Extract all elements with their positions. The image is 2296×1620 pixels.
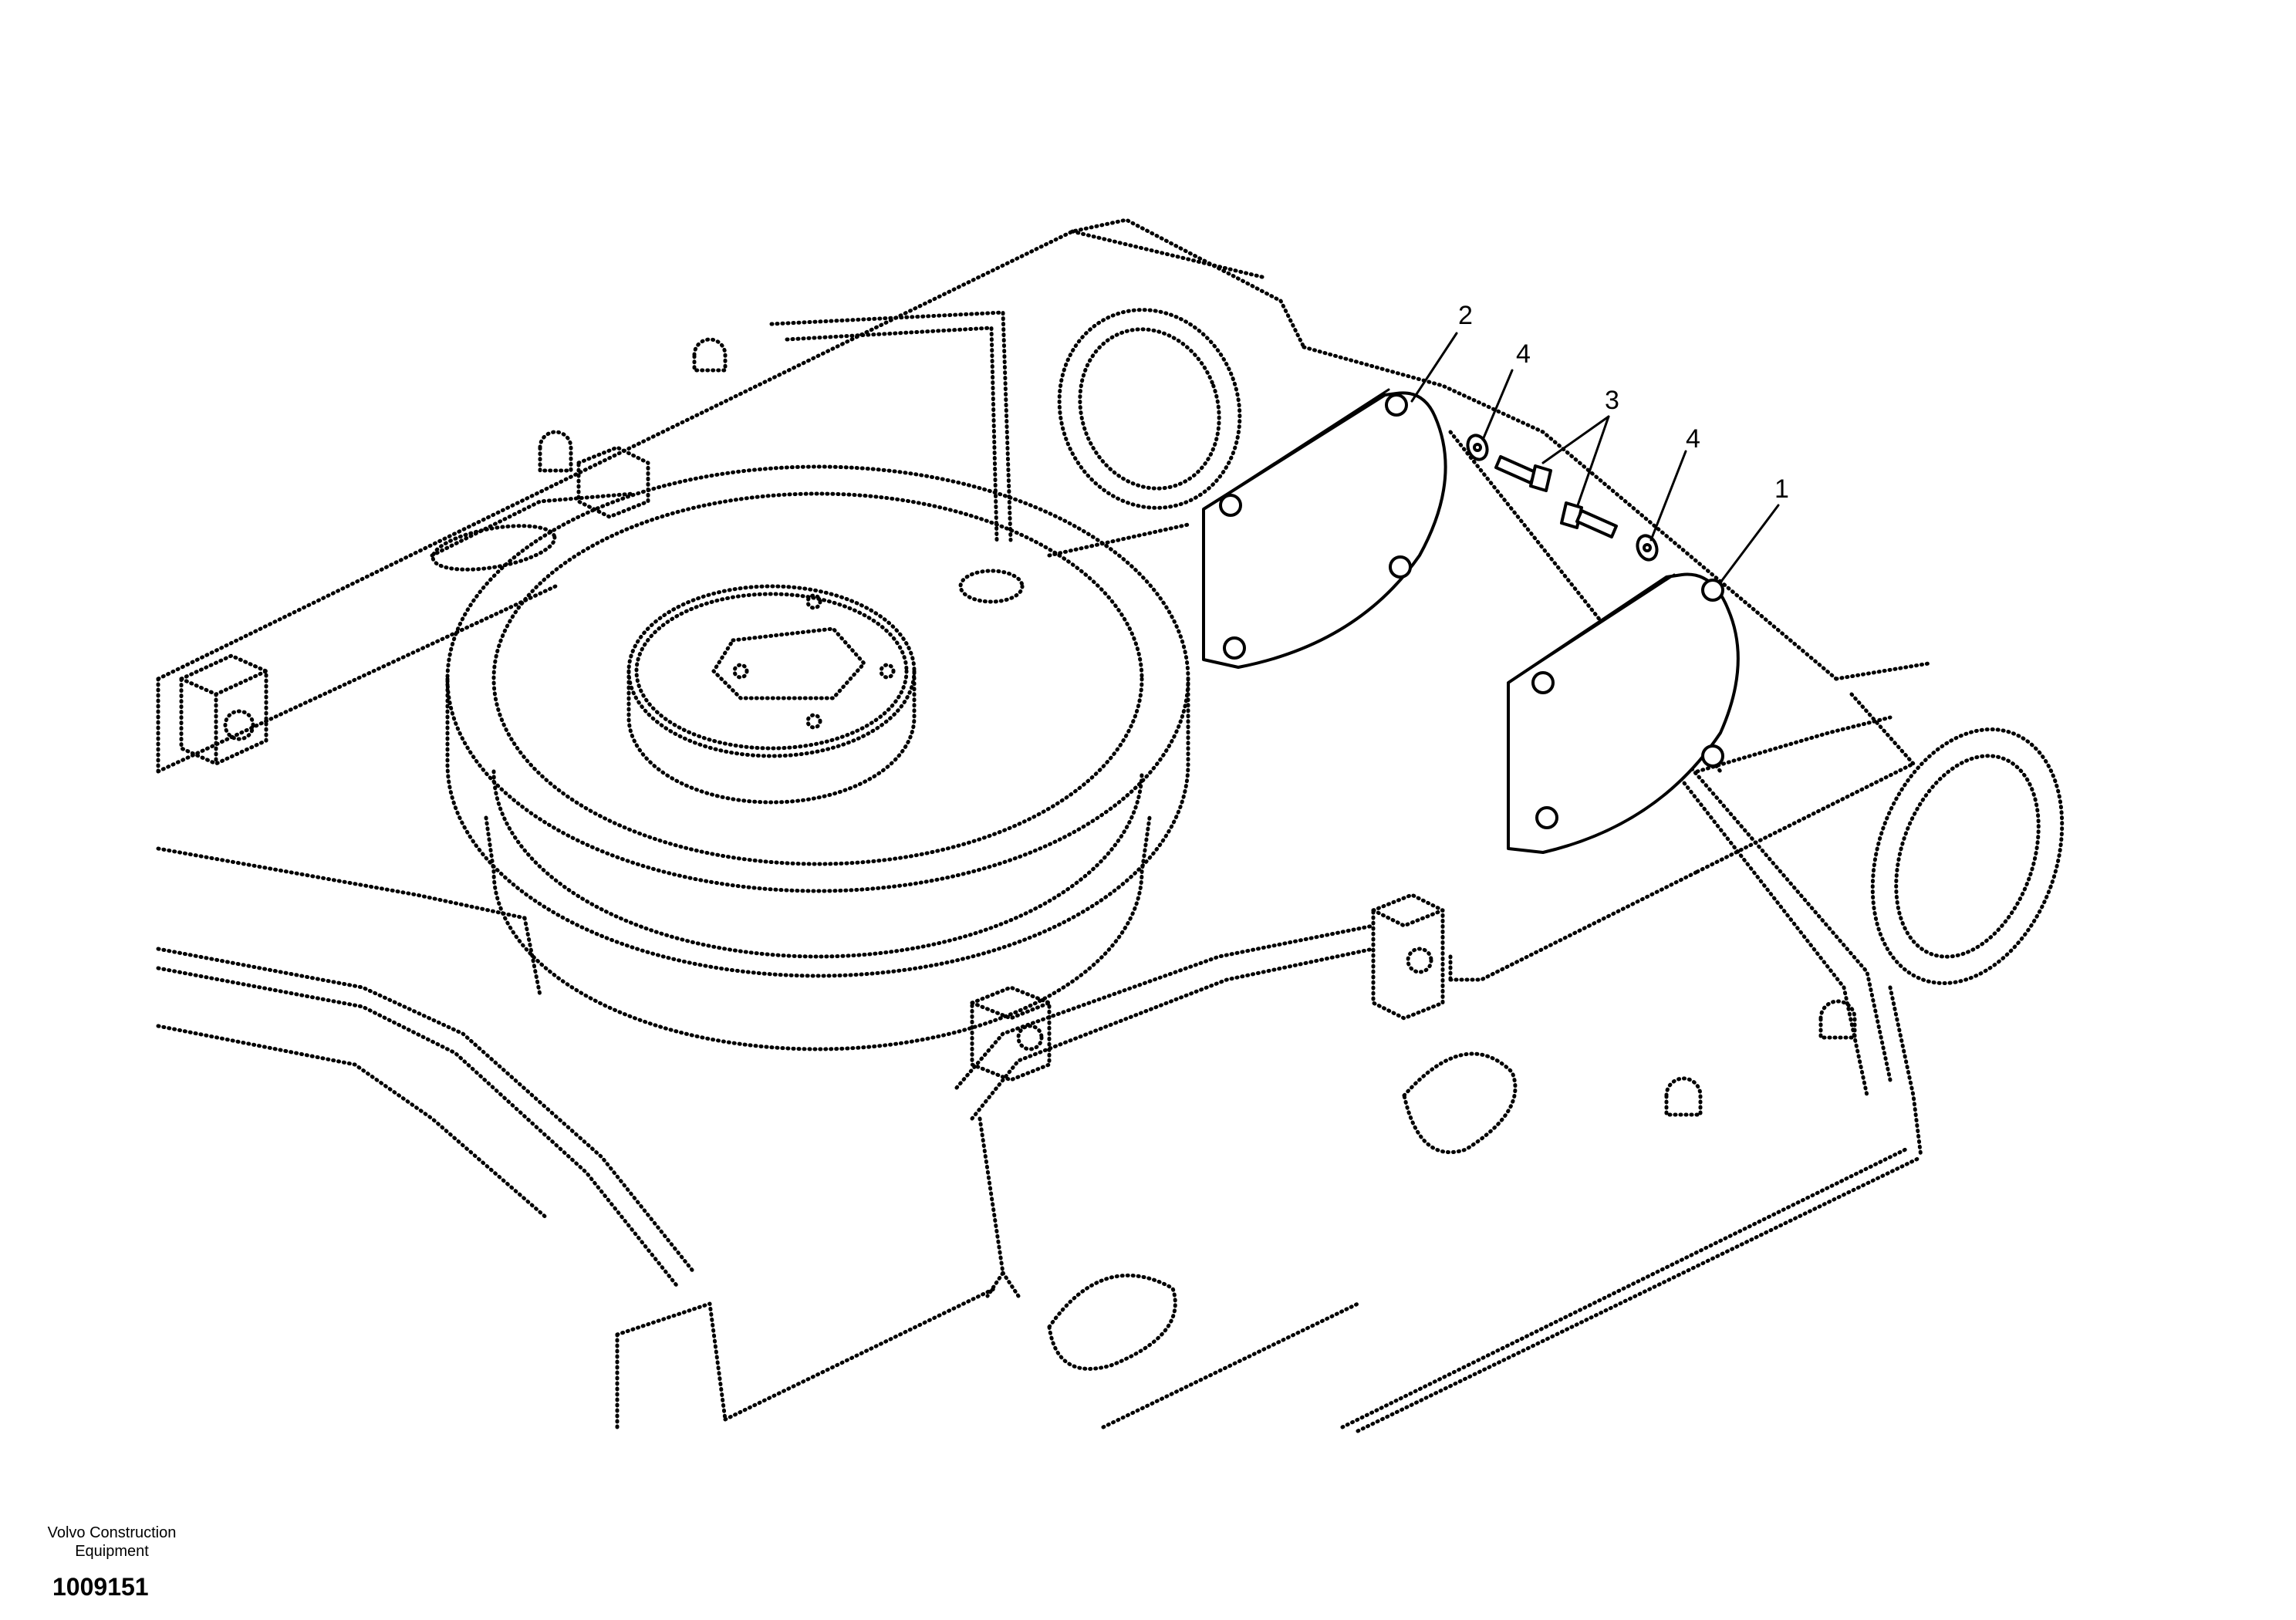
callout-4-lower: 4 <box>1686 424 1700 454</box>
callout-1: 1 <box>1774 474 1789 504</box>
bolt-upper <box>1494 455 1552 492</box>
left-mount-block <box>179 653 268 766</box>
lower-mount-block-right <box>1371 893 1445 1021</box>
lower-frame <box>156 761 1923 1433</box>
lugs <box>1664 999 1857 1117</box>
callout-2: 2 <box>1458 301 1473 330</box>
leader-lines <box>1410 332 1780 584</box>
callout-4-upper: 4 <box>1516 339 1531 369</box>
slew-ring <box>445 464 1190 1051</box>
brand-line-2: Equipment <box>75 1543 149 1560</box>
washer-upper <box>1466 434 1489 461</box>
callout-3: 3 <box>1605 386 1619 415</box>
brand-label: Volvo Construction Equipment <box>15 1524 208 1561</box>
access-openings <box>1047 1051 1518 1371</box>
washer-lower <box>1636 534 1659 562</box>
upper-mount-block <box>576 445 650 519</box>
upper-frame-arm <box>156 218 1283 774</box>
drawing-number: 1009151 <box>52 1573 149 1601</box>
bolt-lower <box>1560 501 1618 538</box>
cover-plate-2 <box>1202 388 1447 669</box>
drawing-footer: Volvo Construction Equipment 1009151 <box>15 1524 208 1601</box>
upper-boss <box>1047 229 1306 558</box>
brand-line-1: Volvo Construction <box>47 1524 177 1541</box>
cover-plate-1 <box>1507 572 1740 854</box>
lower-boss <box>1302 345 2065 1098</box>
lower-mount-block-left <box>970 985 1052 1082</box>
